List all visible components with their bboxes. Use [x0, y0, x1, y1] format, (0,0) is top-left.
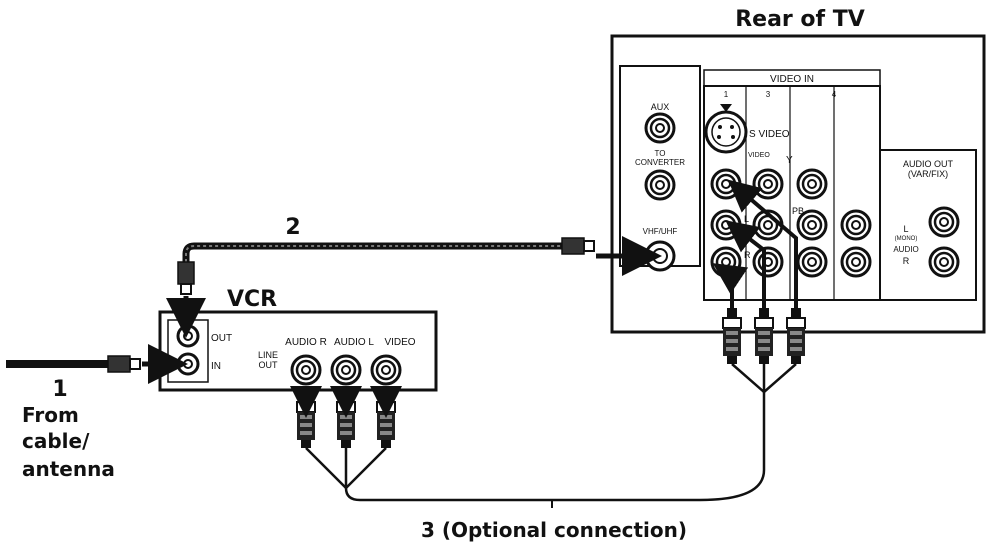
antenna-label: antenna	[22, 457, 115, 481]
tv-antenna-section	[619, 65, 701, 267]
vcr-video-jack	[370, 354, 402, 386]
vcr-audio-r-label: AUDIO R	[285, 337, 327, 348]
vcr-line-out-label-1: LINE	[258, 350, 278, 360]
vcr-panel: OUT IN LINE OUT AUDIO R AUDIO L VIDEO	[158, 310, 438, 392]
pb-label: PB	[792, 206, 804, 216]
vcr-audio-l-jack	[330, 354, 362, 386]
cable-1-label: 1	[52, 377, 67, 402]
aux-jack	[644, 112, 676, 144]
cable-label: cable/	[22, 429, 90, 453]
optional-connection-label: 3 (Optional connection)	[421, 518, 687, 542]
vcr-video-label: VIDEO	[384, 337, 415, 348]
audio-label: AUDIO	[893, 245, 918, 254]
video-in-1-r-jack	[710, 246, 742, 278]
to-converter-label-2: CONVERTER	[635, 158, 685, 167]
cable-2-label: 2	[285, 215, 300, 240]
cable-2	[166, 236, 662, 338]
audio-l-jack	[840, 209, 872, 241]
to-converter-jack	[644, 169, 676, 201]
video-in-1-l-jack	[710, 209, 742, 241]
y-label: Y	[786, 155, 793, 166]
aux-label: AUX	[651, 102, 670, 112]
cable-2-vcr-connector	[177, 261, 195, 285]
audio-r-label: R	[903, 256, 910, 266]
audio-out-mode-label: (VAR/FIX)	[908, 169, 948, 179]
vhf-uhf-jack	[644, 240, 676, 272]
cable-2-tv-connector	[561, 237, 585, 255]
video-in-3-y-jack	[752, 168, 784, 200]
video-in-4-pr-jack	[796, 246, 828, 278]
mono-label: (MONO)	[895, 236, 918, 242]
r-label: R	[744, 250, 751, 260]
cable-1-connector	[107, 355, 131, 373]
vcr-audio-r-jack	[290, 354, 322, 386]
to-converter-label-1: TO	[655, 149, 666, 158]
from-label: From	[22, 403, 79, 427]
cable-1	[6, 344, 188, 384]
audio-l-label: L	[903, 224, 908, 234]
vcr-in-label: IN	[211, 361, 221, 372]
vcr-in-jack	[176, 352, 200, 376]
video-in-3-r-jack	[752, 246, 784, 278]
vcr-out-jack	[176, 324, 200, 348]
audio-out-r-jack	[928, 246, 960, 278]
rear-of-tv-label: Rear of TV	[735, 7, 865, 32]
audio-out-l-jack	[928, 206, 960, 238]
vcr-out-label: OUT	[211, 333, 232, 344]
video-in-label: VIDEO IN	[770, 74, 814, 85]
audio-out-label: AUDIO OUT	[903, 159, 954, 169]
vcr-line-out-label-2: OUT	[259, 360, 279, 370]
vcr-label: VCR	[227, 287, 277, 312]
cable-3	[290, 179, 806, 508]
vhf-uhf-label: VHF/UHF	[643, 227, 678, 236]
column-3-label: 3	[766, 90, 771, 99]
video-in-4-y-jack	[796, 168, 828, 200]
vcr-audio-l-label: AUDIO L	[334, 337, 374, 348]
s-video-jack	[704, 104, 748, 154]
audio-r-jack	[840, 246, 872, 278]
l-label: L	[744, 214, 749, 224]
s-video-label: S VIDEO	[749, 129, 790, 140]
video-in-1-video-jack	[710, 168, 742, 200]
column-4-label: 4	[832, 90, 837, 99]
column-1-label: 1	[724, 90, 729, 99]
video-label: VIDEO	[748, 152, 770, 159]
audio-out-section	[879, 149, 977, 301]
